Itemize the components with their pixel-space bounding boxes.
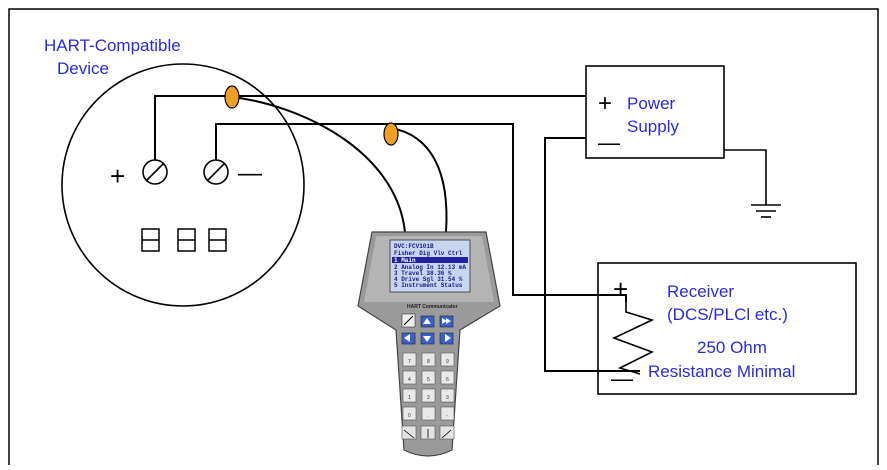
receiver-box xyxy=(597,262,857,395)
keypad-key-label: 4 xyxy=(408,377,411,383)
receiver-label-line3: 250 Ohm xyxy=(697,338,767,357)
receiver-minus: — xyxy=(611,366,633,391)
communicator-lcd xyxy=(389,239,471,293)
lcd-highlight xyxy=(392,257,468,263)
keypad-key-label: - xyxy=(446,413,448,419)
communicator-title: HART Communicator xyxy=(407,304,458,310)
wiring xyxy=(154,95,640,372)
lcd-menu-item: 3 Travel 38.36 % xyxy=(394,270,452,277)
keypad-key: 5 xyxy=(421,370,436,385)
keypad-key-label: 7 xyxy=(408,359,411,365)
keypad-key: 9 xyxy=(440,352,455,367)
communicator-keypad: 7 8 9 4 5 6 1 2 3 0. - xyxy=(402,352,455,421)
keypad-key-label: 9 xyxy=(446,359,449,365)
lcd-menu-item: 4 Drive Sgl 31.54 % xyxy=(394,276,463,283)
keypad-key: 2 xyxy=(421,388,436,403)
lcd-line2: Fisher Dig Vlv Ctrl xyxy=(394,250,463,257)
device-terminal-minus-icon xyxy=(203,159,229,185)
receiver-label-line2: (DCS/PLCl etc.) xyxy=(667,305,788,324)
hart-device: HART-Compatible Device + — xyxy=(44,36,305,307)
receiver-label-line4: Resistance Minimal xyxy=(648,362,795,381)
device-housing xyxy=(61,63,305,307)
device-label-line1: HART-Compatible xyxy=(44,36,181,55)
keypad-key: 8 xyxy=(421,352,436,367)
keypad-key-label: . xyxy=(427,413,428,419)
ground-icon xyxy=(724,149,781,218)
device-plus-sign: + xyxy=(110,161,125,191)
keypad-key: 0 xyxy=(402,406,417,421)
keypad-key: 7 xyxy=(402,352,417,367)
ferrite-clip-icon xyxy=(224,85,240,109)
keypad-key: 3 xyxy=(440,388,455,403)
power-supply-box xyxy=(585,65,725,159)
power-supply-minus: — xyxy=(598,130,620,155)
power-supply-label-line1: Power xyxy=(627,94,676,113)
keypad-key-label: 1 xyxy=(408,395,411,401)
device-minus-sign: — xyxy=(238,160,262,187)
keypad-key: . xyxy=(421,406,436,421)
keypad-key-label: 3 xyxy=(446,395,449,401)
ferrite-clip-icon xyxy=(383,122,399,146)
communicator-bottom-keys xyxy=(401,425,455,440)
power-supply: + Power Supply — xyxy=(585,65,725,159)
keypad-key: 1 xyxy=(402,388,417,403)
keypad-key-label: 0 xyxy=(408,413,411,419)
keypad-key-label: 6 xyxy=(446,377,449,383)
device-terminal-plus-icon xyxy=(142,159,168,185)
receiver-plus: + xyxy=(613,274,628,304)
hart-communicator: DVC:FCV101B Fisher Dig Vlv Ctrl 1 Main 2… xyxy=(357,231,501,457)
keypad-key: 4 xyxy=(402,370,417,385)
receiver-label-line1: Receiver xyxy=(667,282,734,301)
lcd-line1: DVC:FCV101B xyxy=(394,243,434,250)
lcd-menu-item: 1 Main xyxy=(394,257,416,264)
communicator-function-keys xyxy=(401,313,454,345)
keypad-key-label: 5 xyxy=(427,377,430,383)
keypad-key: - xyxy=(440,406,455,421)
device-label-line2: Device xyxy=(57,59,109,78)
device-display-digits xyxy=(141,228,227,252)
keypad-key-label: 8 xyxy=(427,359,430,365)
keypad-key: 6 xyxy=(440,370,455,385)
lcd-menu-item: 2 Analog In 12.13 mA xyxy=(394,264,466,271)
lcd-menu-item: 5 Instrument Status xyxy=(394,282,463,289)
resistor-icon xyxy=(611,302,655,375)
power-supply-label-line2: Supply xyxy=(627,117,679,136)
keypad-key-label: 2 xyxy=(427,395,430,401)
diagram-frame xyxy=(8,8,879,470)
power-supply-plus: + xyxy=(598,90,612,117)
receiver: + — Receiver (DCS/PLCl etc.) 250 Ohm Res… xyxy=(597,262,857,395)
